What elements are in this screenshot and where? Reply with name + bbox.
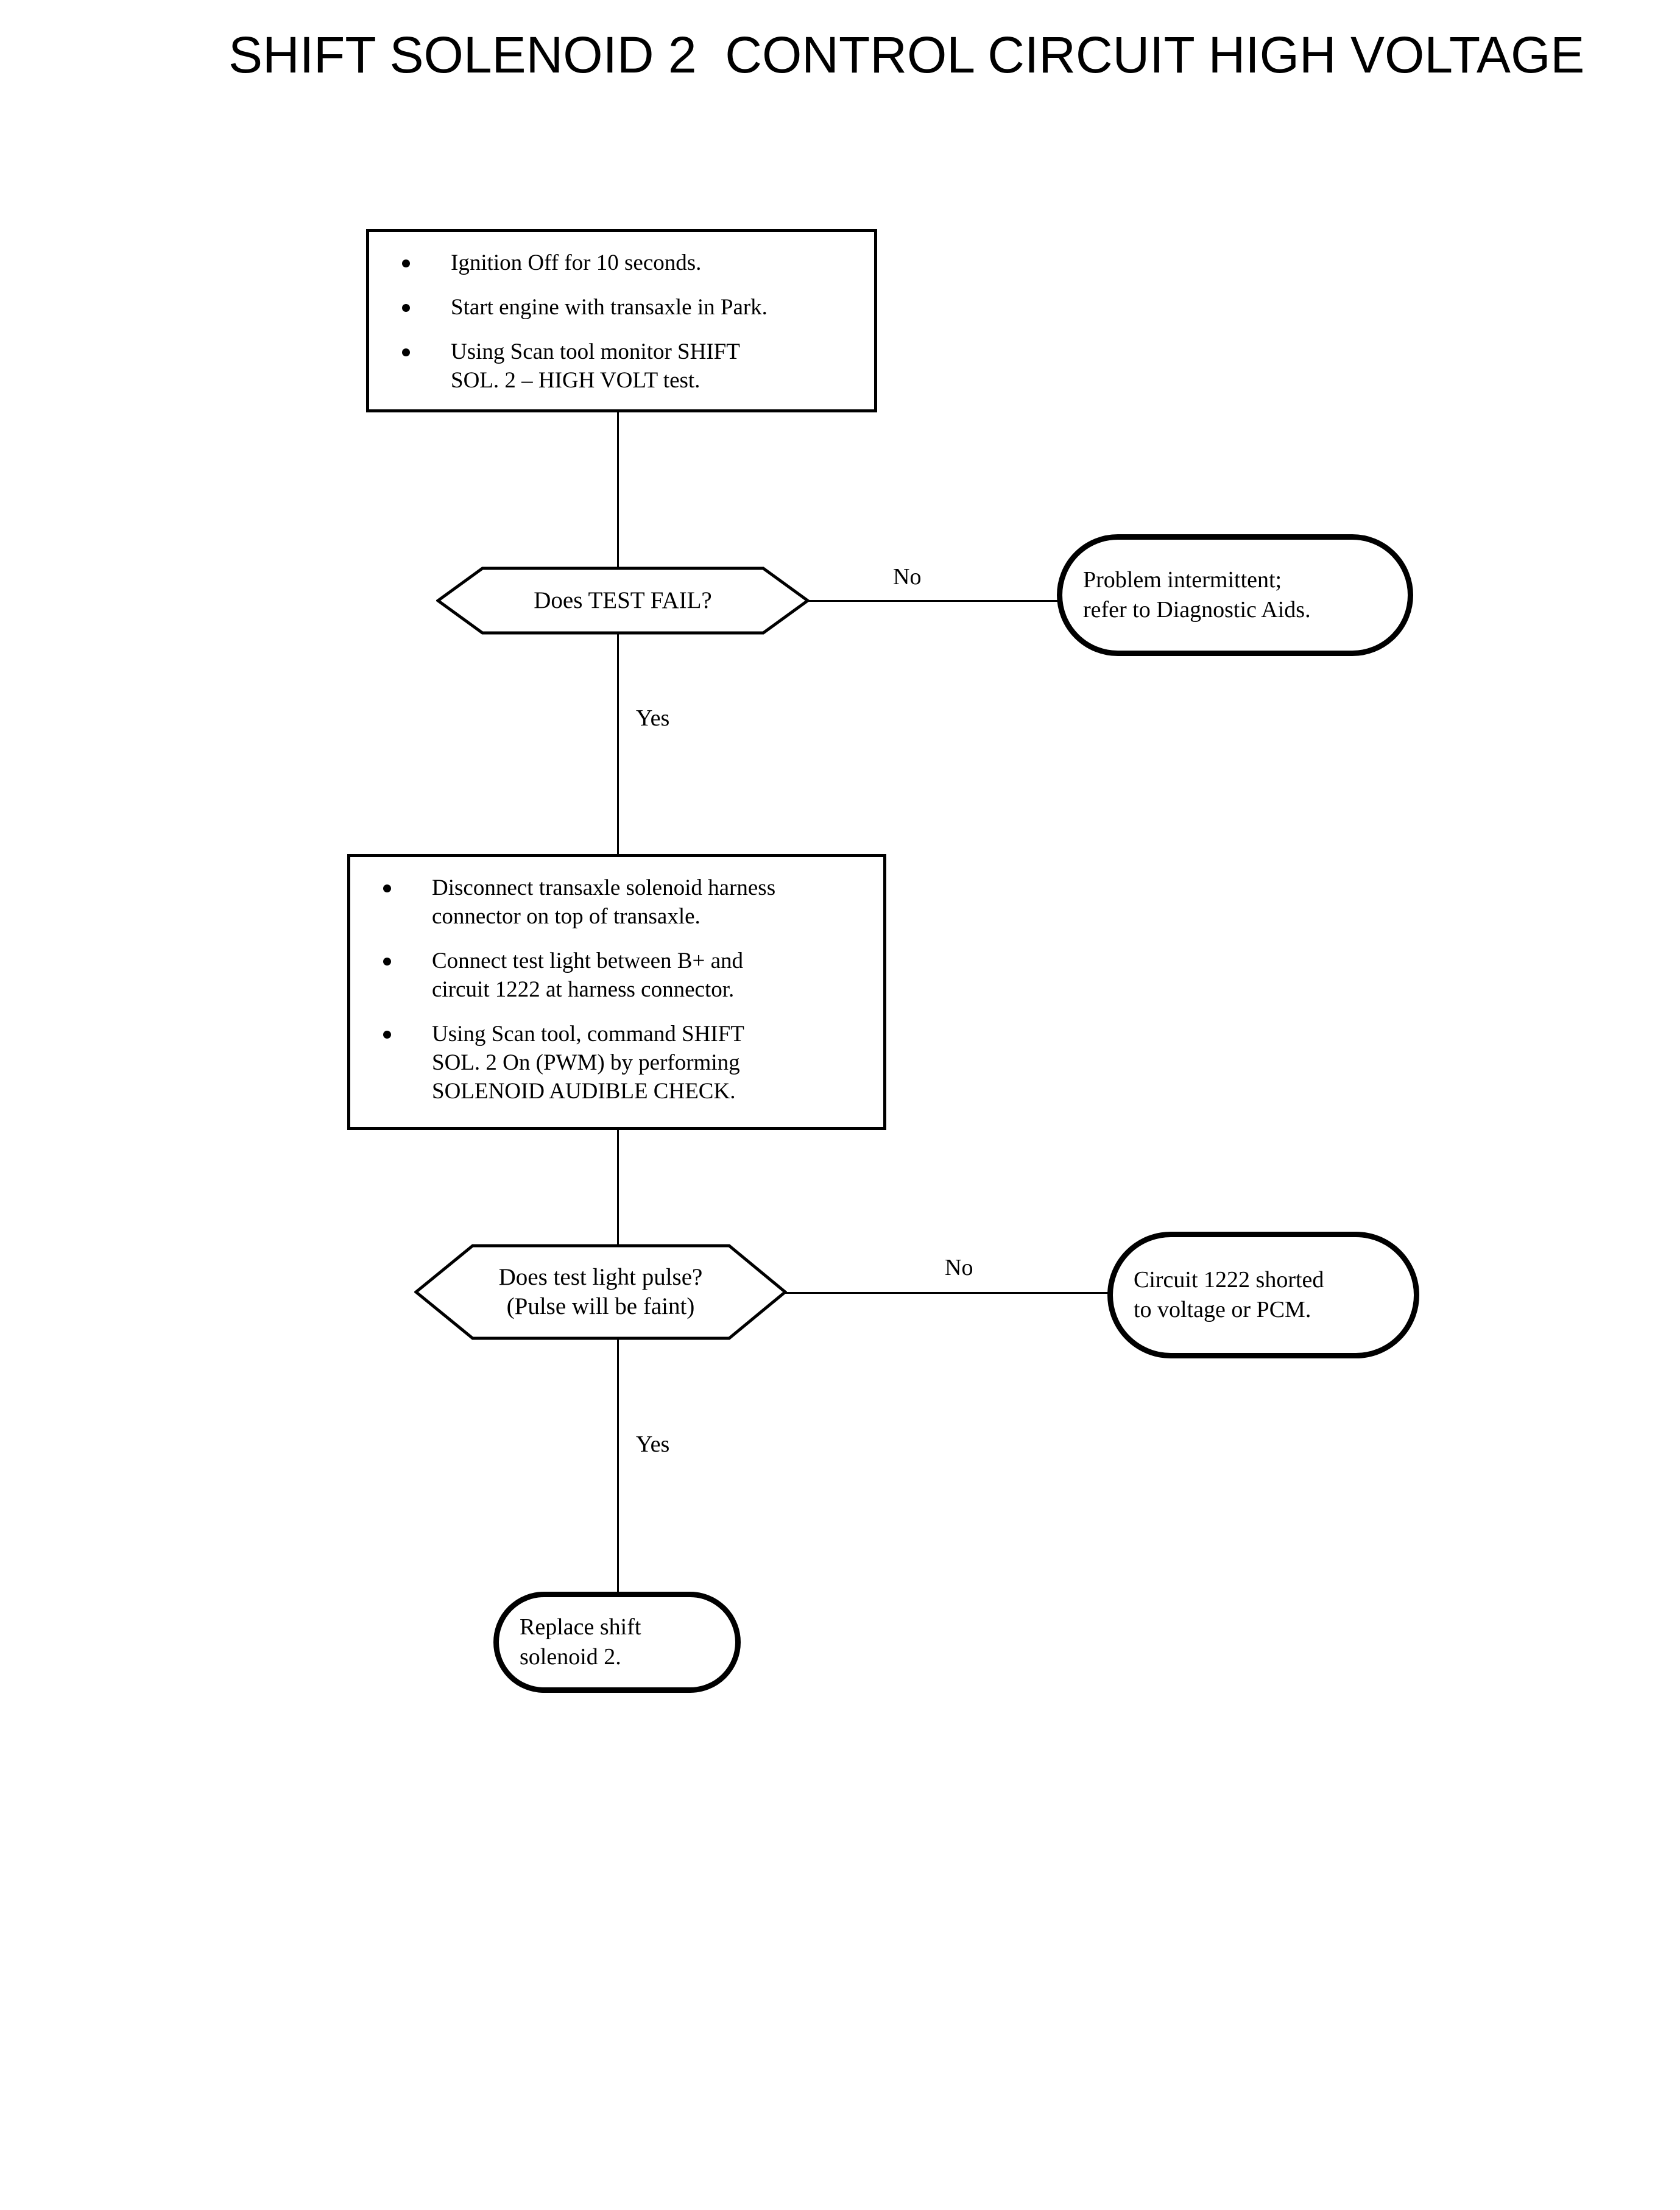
list-item-label: Using Scan tool monitor SHIFT SOL. 2 – H… xyxy=(451,339,740,393)
branch-label-no-1: No xyxy=(893,564,922,590)
terminator-circuit-1222-shorted: Circuit 1222 shorted to voltage or PCM. xyxy=(1107,1232,1419,1358)
bullet-dot-icon xyxy=(383,957,391,966)
bullet-dot-icon xyxy=(383,884,391,892)
list-item-label: Start engine with transaxle in Park. xyxy=(451,294,768,320)
list-item-label: Ignition Off for 10 seconds. xyxy=(451,250,702,275)
list-item: Ignition Off for 10 seconds. xyxy=(390,249,863,278)
bullet-dot-icon xyxy=(402,259,410,267)
list-item-label: Using Scan tool, command SHIFT SOL. 2 On… xyxy=(432,1021,744,1104)
terminator-label: Circuit 1222 shorted to voltage or PCM. xyxy=(1134,1266,1324,1322)
list-item: Using Scan tool monitor SHIFT SOL. 2 – H… xyxy=(390,338,863,395)
branch-label-yes-2: Yes xyxy=(636,1432,670,1457)
connector-decision2-no xyxy=(785,1292,1111,1294)
process-box-step1: Ignition Off for 10 seconds. Start engin… xyxy=(366,229,877,412)
terminator-label: Replace shift solenoid 2. xyxy=(520,1614,641,1670)
hexagon-shape-icon xyxy=(414,1244,787,1340)
page-title: SHIFT SOLENOID 2 CONTROL CIRCUIT HIGH VO… xyxy=(228,26,1585,83)
terminator-problem-intermittent: Problem intermittent; refer to Diagnosti… xyxy=(1057,534,1413,656)
connector-step2-to-decision2 xyxy=(617,1130,619,1246)
connector-step1-to-decision1 xyxy=(617,412,619,570)
list-item-label: Disconnect transaxle solenoid harness co… xyxy=(432,875,776,929)
list-item-label: Connect test light between B+ and circui… xyxy=(432,948,744,1002)
decision-does-test-light-pulse: Does test light pulse? (Pulse will be fa… xyxy=(414,1244,787,1340)
connector-decision1-no xyxy=(808,600,1059,602)
hexagon-shape-icon xyxy=(436,567,810,635)
terminator-replace-shift-solenoid: Replace shift solenoid 2. xyxy=(493,1592,741,1693)
connector-decision1-yes xyxy=(617,634,619,855)
bullet-dot-icon xyxy=(402,348,410,356)
bullet-list-step1: Ignition Off for 10 seconds. Start engin… xyxy=(369,232,874,395)
list-item: Start engine with transaxle in Park. xyxy=(390,294,863,322)
branch-label-no-2: No xyxy=(945,1255,973,1280)
list-item: Disconnect transaxle solenoid harness co… xyxy=(371,874,872,931)
bullet-list-step2: Disconnect transaxle solenoid harness co… xyxy=(350,857,883,1106)
terminator-label: Problem intermittent; refer to Diagnosti… xyxy=(1083,567,1311,623)
decision-label: Does test light pulse? (Pulse will be fa… xyxy=(498,1264,703,1319)
decision-does-test-fail: Does TEST FAIL? xyxy=(436,567,810,635)
connector-decision2-yes xyxy=(617,1339,619,1594)
list-item: Using Scan tool, command SHIFT SOL. 2 On… xyxy=(371,1020,872,1106)
bullet-dot-icon xyxy=(402,303,410,312)
decision-label: Does TEST FAIL? xyxy=(534,587,712,614)
list-item: Connect test light between B+ and circui… xyxy=(371,947,872,1004)
branch-label-yes-1: Yes xyxy=(636,705,670,731)
process-box-step2: Disconnect transaxle solenoid harness co… xyxy=(347,854,886,1130)
bullet-dot-icon xyxy=(383,1030,391,1039)
